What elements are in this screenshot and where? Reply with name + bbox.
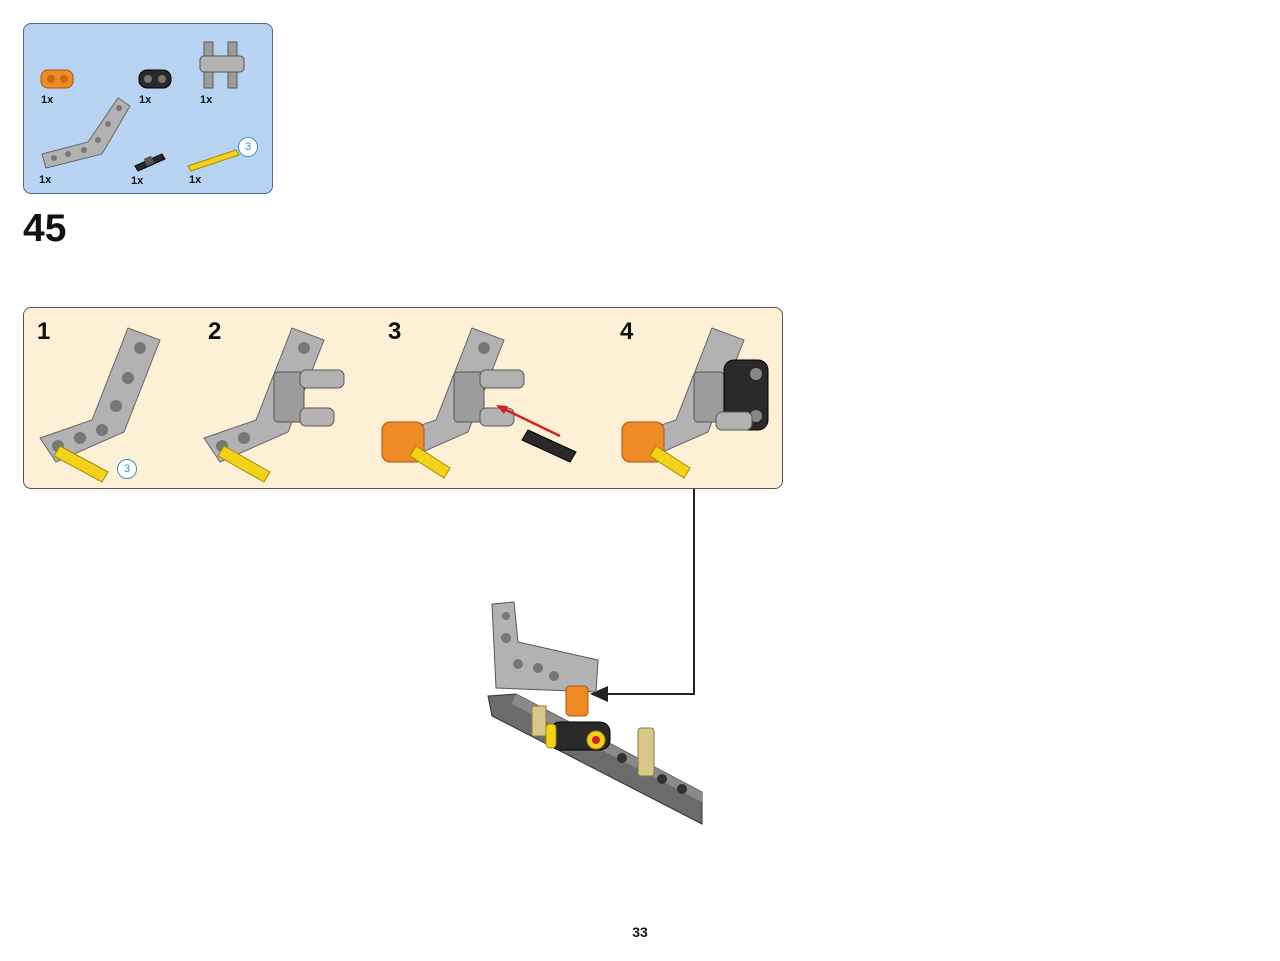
gray-bent-beam-part xyxy=(41,97,131,169)
parts-qty: 1x xyxy=(131,175,144,187)
substep-number: 3 xyxy=(388,318,402,345)
parts-qty: 1x xyxy=(189,174,202,186)
substep-4-illustration xyxy=(621,327,769,479)
substep-1-illustration xyxy=(39,327,161,483)
axle-length-badge: 3 xyxy=(238,137,258,157)
step-number: 45 xyxy=(23,207,67,250)
parts-qty: 1x xyxy=(41,94,54,106)
parts-qty: 1x xyxy=(139,94,152,106)
yellow-axle-part xyxy=(187,149,240,172)
page-number: 33 xyxy=(632,924,648,940)
substep-2-illustration xyxy=(203,327,345,483)
gray-double-pin-part xyxy=(199,41,245,89)
callout-pointer-arrow xyxy=(590,489,695,702)
axle-length-badge: 3 xyxy=(117,459,137,479)
black-pin-part xyxy=(134,153,166,172)
orange-connector-part xyxy=(40,69,74,89)
substep-number: 4 xyxy=(620,318,634,345)
substep-3-illustration xyxy=(381,327,577,479)
black-connector-part xyxy=(138,69,172,89)
parts-qty: 1x xyxy=(39,174,52,186)
substep-number: 1 xyxy=(37,318,51,345)
parts-qty: 1x xyxy=(200,94,213,106)
parts-list: 1x 1x 1x 1x 1x 3 1x xyxy=(23,23,273,194)
substep-number: 2 xyxy=(208,318,222,345)
main-model-illustration xyxy=(487,601,703,825)
subassembly-callout: 1 2 3 4 3 xyxy=(23,307,783,489)
